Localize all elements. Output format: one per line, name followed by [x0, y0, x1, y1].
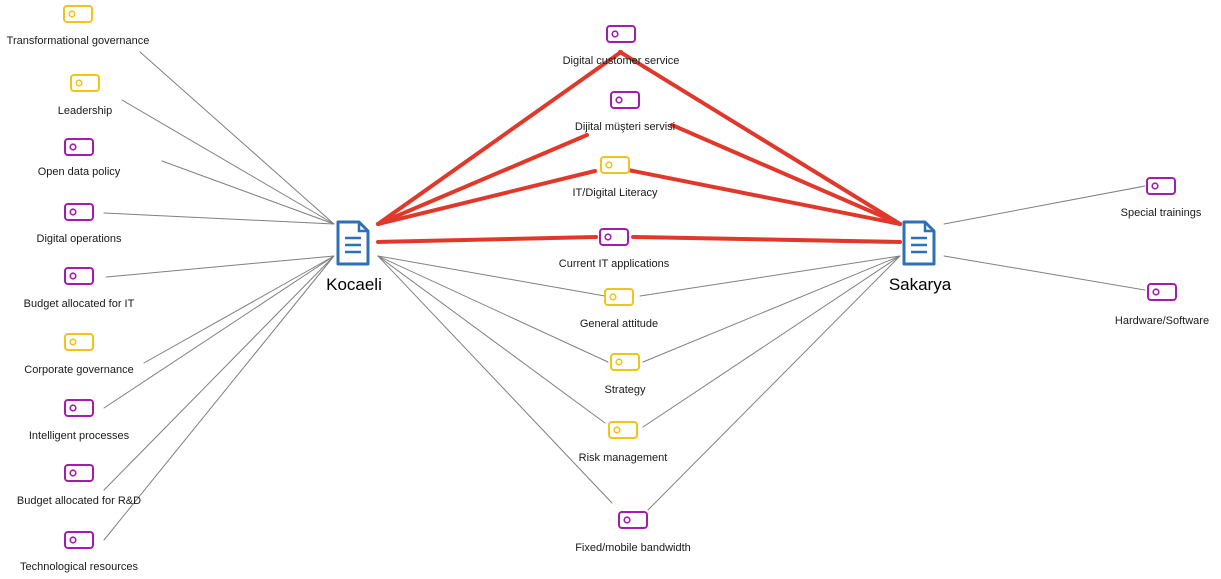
- document-label: Kocaeli: [326, 275, 382, 294]
- code-label: Current IT applications: [559, 258, 670, 270]
- edge-kocaeli-technological-resources: [103, 255, 335, 541]
- code-node-fixed-mobile-bandwidth[interactable]: Fixed/mobile bandwidth: [575, 511, 691, 554]
- code-node-strategy[interactable]: Strategy: [605, 353, 646, 396]
- edge-kocaeli-digital-customer-service: [376, 50, 623, 226]
- code-node-current-it-applications[interactable]: Current IT applications: [559, 228, 670, 270]
- code-node-budget-allocated-for-it[interactable]: Budget allocated for IT: [24, 267, 135, 310]
- edge-kocaeli-corporate-governance: [143, 255, 335, 364]
- document-icon: [336, 220, 370, 266]
- edge-kocaeli-strategy: [377, 255, 609, 363]
- code-node-digital-operations[interactable]: Digital operations: [37, 203, 122, 245]
- document-node-kocaeli[interactable]: Kocaeli: [326, 220, 382, 294]
- document-node-sakarya[interactable]: Sakarya: [889, 220, 952, 294]
- edge-kocaeli-risk-management: [377, 255, 606, 424]
- edge-kocaeli-open-data-policy: [161, 160, 335, 225]
- document-label: Sakarya: [889, 275, 952, 294]
- code-label: Risk management: [579, 452, 668, 464]
- tag-icon: [64, 138, 94, 156]
- edge-kocaeli-it-digital-literacy: [376, 169, 597, 226]
- code-node-it-digital-literacy[interactable]: IT/Digital Literacy: [573, 156, 658, 199]
- edge-sakarya-digital-customer-service: [618, 50, 902, 226]
- edge-sakarya-special-trainings: [943, 185, 1146, 225]
- code-node-special-trainings[interactable]: Special trainings: [1121, 177, 1202, 219]
- document-icon: [902, 220, 936, 266]
- edge-kocaeli-budget-allocated-for-it: [105, 255, 335, 278]
- edge-kocaeli-current-it-applications: [376, 235, 598, 244]
- edge-sakarya-risk-management: [642, 255, 901, 428]
- code-label: Fixed/mobile bandwidth: [575, 542, 691, 554]
- edge-kocaeli-digital-operations: [103, 212, 335, 225]
- tag-icon: [64, 464, 94, 482]
- tag-icon: [606, 25, 636, 43]
- edges-layer: [103, 50, 1146, 541]
- code-label: Hardware/Software: [1115, 315, 1209, 327]
- tag-icon: [63, 5, 93, 23]
- code-node-intelligent-processes[interactable]: Intelligent processes: [29, 399, 130, 442]
- tag-icon: [64, 531, 94, 549]
- code-label: General attitude: [580, 318, 658, 330]
- code-node-digital-customer-service[interactable]: Digital customer service: [563, 25, 680, 67]
- tag-icon: [64, 333, 94, 351]
- edge-sakarya-current-it-applications: [631, 235, 902, 244]
- code-label: IT/Digital Literacy: [573, 187, 658, 199]
- tag-icon: [608, 421, 638, 439]
- edge-kocaeli-general-attitude: [377, 255, 606, 297]
- code-node-corporate-governance[interactable]: Corporate governance: [24, 333, 134, 376]
- code-node-hardware-software[interactable]: Hardware/Software: [1115, 283, 1209, 327]
- edge-sakarya-hardware-software: [943, 255, 1146, 291]
- edge-kocaeli-leadership: [121, 99, 335, 225]
- edge-sakarya-it-digital-literacy: [626, 168, 902, 226]
- code-node-dijital-musteri-servisi[interactable]: Dijital müşteri servisi: [575, 91, 675, 133]
- tag-icon: [70, 74, 100, 92]
- edge-kocaeli-transformational-governance: [139, 51, 335, 225]
- code-label: Dijital müşteri servisi: [575, 121, 675, 133]
- edge-kocaeli-dijital-musteri-servisi: [376, 133, 589, 226]
- edge-sakarya-general-attitude: [639, 255, 901, 297]
- edge-sakarya-dijital-musteri-servisi: [670, 123, 902, 226]
- edge-kocaeli-budget-allocated-for-rd: [103, 255, 335, 491]
- code-label: Leadership: [58, 105, 112, 117]
- code-node-open-data-policy[interactable]: Open data policy: [38, 138, 121, 178]
- code-label: Technological resources: [20, 561, 139, 573]
- code-label: Budget allocated for IT: [24, 298, 135, 310]
- code-label: Transformational governance: [7, 35, 150, 47]
- code-node-budget-allocated-for-rd[interactable]: Budget allocated for R&D: [17, 464, 141, 507]
- code-node-leadership[interactable]: Leadership: [58, 74, 112, 117]
- code-label: Special trainings: [1121, 207, 1202, 219]
- tag-icon: [610, 91, 640, 109]
- tag-icon: [64, 267, 94, 285]
- code-label: Strategy: [605, 384, 646, 396]
- code-label: Budget allocated for R&D: [17, 495, 141, 507]
- code-node-risk-management[interactable]: Risk management: [579, 421, 668, 464]
- tag-icon: [618, 511, 648, 529]
- tag-icon: [1147, 283, 1177, 301]
- edge-kocaeli-fixed-mobile-bandwidth: [377, 255, 613, 504]
- edge-kocaeli-intelligent-processes: [103, 255, 335, 409]
- tag-icon: [599, 228, 629, 246]
- code-label: Corporate governance: [24, 364, 133, 376]
- tag-icon: [600, 156, 630, 174]
- edge-sakarya-fixed-mobile-bandwidth: [647, 255, 901, 511]
- edge-sakarya-strategy: [642, 255, 901, 363]
- code-node-transformational-governance[interactable]: Transformational governance: [7, 5, 150, 47]
- code-node-technological-resources[interactable]: Technological resources: [20, 531, 139, 573]
- code-label: Digital customer service: [563, 55, 680, 67]
- code-label: Digital operations: [37, 233, 122, 245]
- code-label: Intelligent processes: [29, 430, 130, 442]
- tag-icon: [64, 203, 94, 221]
- tag-icon: [610, 353, 640, 371]
- code-label: Open data policy: [38, 166, 121, 178]
- code-node-general-attitude[interactable]: General attitude: [580, 288, 658, 330]
- tag-icon: [1146, 177, 1176, 195]
- nodes-layer: Transformational governanceLeadershipOpe…: [7, 5, 1209, 573]
- tag-icon: [604, 288, 634, 306]
- tag-icon: [64, 399, 94, 417]
